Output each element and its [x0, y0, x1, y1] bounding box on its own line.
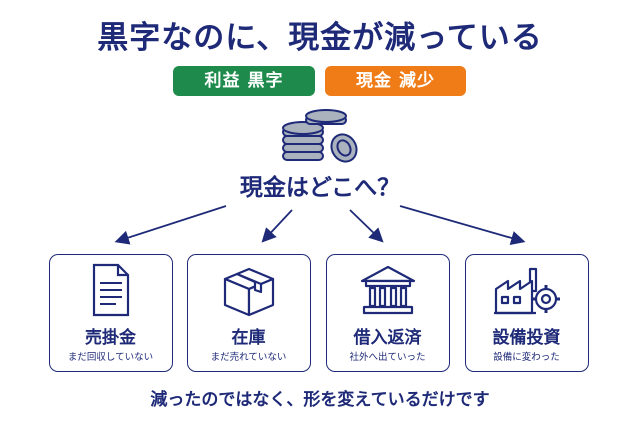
card-desc: 社外へ出ていった: [349, 352, 426, 363]
coins-icon: [282, 109, 358, 163]
card-label: 設備投資: [492, 328, 561, 348]
arrow-to-inventory: [261, 209, 293, 243]
card-label: 売掛金: [85, 328, 136, 348]
footer-message: 減ったのではなく、形を変えているだけです: [150, 390, 490, 410]
card-desc: 設備に変わった: [493, 352, 560, 363]
card-desc: まだ売れていない: [210, 352, 287, 363]
question-heading: 現金はどこへ？: [239, 175, 401, 201]
profit-badge: 利益 黒字: [173, 66, 315, 96]
box-icon: [223, 267, 274, 317]
card-label: 在庫: [231, 328, 266, 348]
arrow-to-receivables: [114, 205, 227, 245]
document-icon: [92, 263, 129, 317]
main-title: 黒字なのに、現金が減っている: [97, 20, 543, 56]
card-desc: まだ回収していない: [67, 352, 154, 363]
cash-badge: 現金 減少: [325, 66, 466, 96]
factory-icon: [493, 267, 560, 315]
card-capex: 設備投資 設備に変わった: [465, 254, 589, 372]
arrow-to-loan: [349, 209, 384, 243]
bank-icon: [360, 265, 415, 315]
card-inventory: 在庫 まだ売れていない: [187, 254, 311, 372]
card-loan: 借入返済 社外へ出ていった: [326, 254, 450, 372]
card-receivables: 売掛金 まだ回収していない: [49, 254, 173, 372]
arrow-to-capex: [399, 205, 526, 245]
card-label: 借入返済: [353, 328, 422, 348]
